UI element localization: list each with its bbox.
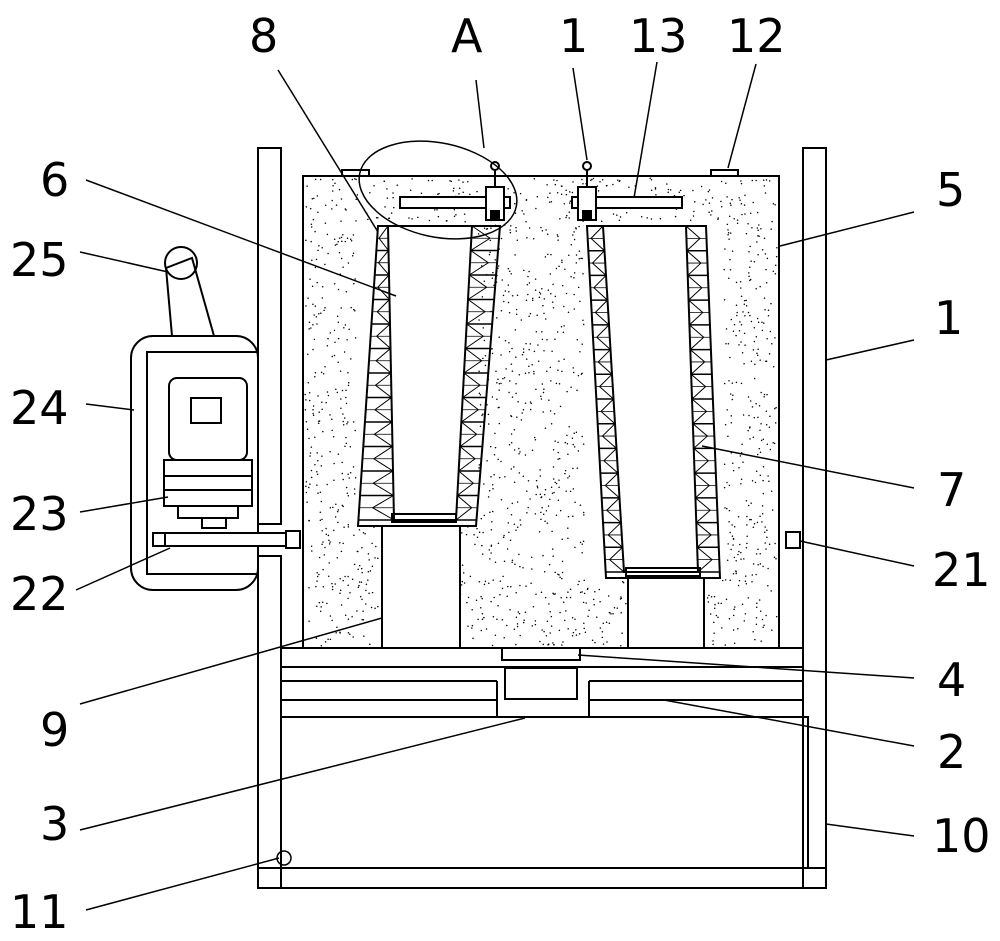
housing — [257, 147, 827, 889]
detail-a-ellipse — [358, 140, 518, 240]
label-6: 6 — [40, 153, 69, 207]
label-12: 12 — [727, 9, 786, 63]
left-insulation-segments — [358, 225, 500, 521]
left-cap — [341, 169, 370, 177]
label-13: 13 — [629, 9, 688, 63]
right-wall — [802, 147, 827, 889]
left-wall-lower — [257, 555, 282, 889]
label-25: 25 — [10, 233, 69, 287]
right-mold — [585, 225, 722, 649]
label-1-right: 1 — [934, 291, 963, 345]
label-9: 9 — [40, 703, 69, 757]
label-5: 5 — [936, 163, 965, 217]
collection-box — [280, 716, 809, 869]
support-assembly — [281, 666, 803, 718]
label-21: 21 — [932, 543, 991, 597]
label-11: 11 — [10, 885, 69, 939]
right-mold-bottom — [625, 567, 701, 577]
drain-port — [276, 850, 292, 866]
label-1-top: 1 — [559, 9, 588, 63]
motor-gearbox — [163, 459, 253, 507]
rotating-table — [280, 647, 804, 668]
label-22: 22 — [10, 567, 69, 621]
drive-shaft — [152, 532, 295, 547]
motor-window — [190, 397, 222, 424]
bottom-wall — [257, 867, 827, 889]
table-hub — [501, 647, 581, 661]
right-stop — [785, 531, 801, 549]
label-23: 23 — [10, 487, 69, 541]
label-3: 3 — [40, 797, 69, 851]
label-4: 4 — [937, 653, 966, 707]
handle-knob — [164, 246, 198, 280]
handle-arm — [164, 256, 216, 337]
right-pin — [582, 161, 592, 171]
motor-frame — [130, 335, 259, 591]
left-mold-bottom — [391, 513, 457, 523]
coupling-block — [504, 667, 578, 700]
left-pedestal — [381, 525, 461, 649]
left-rod — [399, 196, 511, 209]
right-insulation-segments — [587, 225, 720, 573]
filler-speckles — [304, 177, 778, 647]
callout-labels: 8 A 1 13 12 6 5 25 1 24 7 23 21 22 4 9 2… — [10, 9, 991, 939]
left-pin — [490, 161, 500, 171]
motor-body — [168, 377, 248, 461]
left-wall-upper — [257, 147, 282, 525]
right-pedestal — [627, 577, 705, 649]
leader-lines — [75, 61, 915, 911]
label-24: 24 — [10, 381, 69, 435]
right-cap — [710, 169, 739, 177]
label-8: 8 — [249, 9, 278, 63]
left-cavity — [356, 225, 502, 527]
right-rod — [571, 196, 683, 209]
drive-unit — [130, 246, 301, 591]
label-a: A — [451, 9, 483, 63]
label-7: 7 — [937, 463, 966, 517]
left-mold — [356, 225, 502, 649]
filler-block — [302, 175, 780, 649]
label-2: 2 — [937, 725, 966, 779]
label-10: 10 — [932, 809, 991, 863]
top-rods — [341, 161, 739, 221]
